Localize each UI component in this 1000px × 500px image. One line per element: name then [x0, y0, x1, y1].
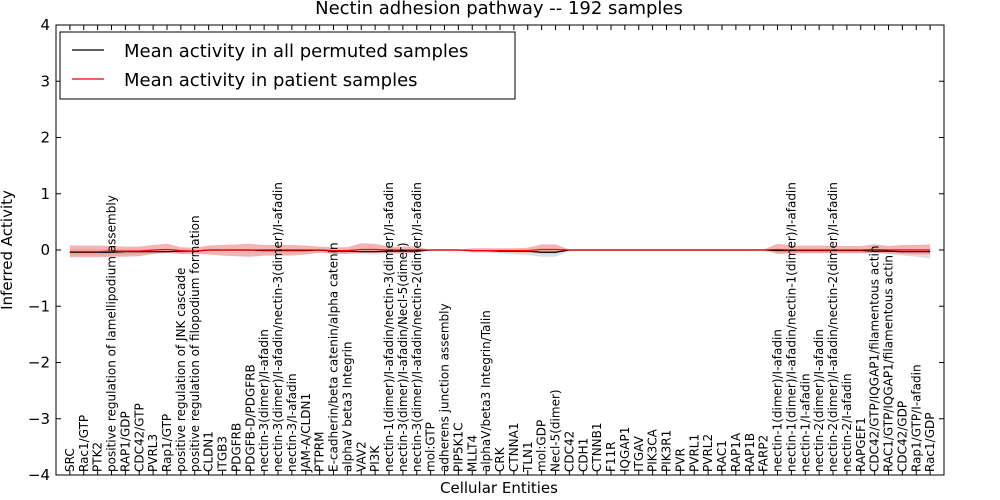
x-tick-label: VAV2	[354, 441, 368, 472]
x-tick-label: RAP1A	[729, 432, 743, 472]
x-tick-label: Rap1/GTP/I-afadin	[909, 364, 923, 472]
x-tick-label: PDGFRB	[229, 423, 243, 472]
x-tick-label: nectin-2(dimer)/I-afadin/nectin-2(dimer)…	[826, 182, 840, 472]
x-tick-label: PIK3CA	[646, 428, 660, 472]
y-tick-label: −3	[28, 410, 50, 428]
y-tick-label: −1	[28, 297, 50, 315]
x-tick-label: CDC42/GTP	[132, 403, 146, 472]
x-tick-label: nectin-3(dimer)/I-afadin/nectin-2(dimer)…	[410, 182, 424, 472]
x-tick-label: nectin-3/I-afadin	[285, 373, 299, 472]
x-tick-label: CTNNA1	[507, 422, 521, 472]
x-tick-label: RAPGEF1	[854, 417, 868, 472]
x-axis-label: Cellular Entities	[440, 479, 558, 497]
x-tick-label: ITGB3	[216, 436, 230, 472]
y-tick-labels: −4 −3 −2 −1 0 1 2 3 4	[28, 16, 50, 484]
x-tick-label: nectin-3(dimer)/I-afadin/Necl-5(dimer)	[396, 242, 410, 472]
x-tick-label: PTPRM	[313, 432, 327, 473]
x-tick-label: PIP5K1C	[451, 422, 465, 472]
y-tick-label: 0	[40, 241, 50, 259]
line-series-1	[69, 248, 931, 253]
y-tick-label: 4	[40, 16, 50, 34]
x-tick-label: nectin-1(dimer)/I-afadin	[771, 329, 785, 472]
x-tick-label: mol:GDP	[535, 420, 549, 472]
y-tick-label: 1	[40, 185, 50, 203]
x-tick-label: alphaV/beta3 Integrin/Talin	[479, 310, 493, 472]
x-tick-label: nectin-1(dimer)/I-afadin/nectin-3(dimer)…	[382, 182, 396, 472]
y-axis-label: Inferred Activity	[0, 190, 16, 310]
x-tick-label: nectin-2(dimer)/I-afadin	[812, 329, 826, 472]
legend-label-patient: Mean activity in patient samples	[124, 70, 418, 91]
x-tick-label: PTK2	[91, 442, 105, 472]
x-tick-label: PI3K	[368, 445, 382, 472]
x-tick-label: RAC1/GTP/IQGAP1/filamentous actin	[882, 255, 896, 472]
x-tick-label: positive regulation of JNK cascade	[174, 268, 188, 472]
y-tick-label: 3	[40, 72, 50, 90]
x-tick-label: CDC42	[562, 431, 576, 472]
x-tick-label: PDGFB-D/PDGFRB	[243, 364, 257, 472]
x-tick-label: Rap1/GTP	[160, 414, 174, 472]
x-tick-label: CDC42/GTP/IQGAP1/filamentous actin	[868, 246, 882, 472]
x-tick-label: ITGAV	[632, 435, 646, 472]
x-tick-label: mol:GTP	[424, 422, 438, 472]
x-tick-label: CTNNB1	[590, 422, 604, 472]
x-tick-label: Necl-5(dimer)	[549, 389, 563, 472]
x-tick-label: RAC1	[715, 440, 729, 472]
x-tick-label: IQGAP1	[618, 427, 632, 472]
legend-box	[59, 31, 516, 100]
axis-ticks	[56, 24, 944, 476]
x-tick-label: MLLT4	[465, 435, 479, 472]
x-tick-label: CLDN1	[202, 431, 216, 472]
legend-label-permuted: Mean activity in all permuted samples	[124, 41, 468, 62]
x-tick-label: nectin-3(dimer)/I-afadin/nectin-3(dimer)…	[271, 182, 285, 472]
x-tick-label: E-cadherin/beta catenin/alpha catenin	[327, 242, 341, 472]
x-tick-label: alphaV beta3 Integrin	[340, 341, 354, 472]
x-tick-label: RAP1B	[743, 433, 757, 472]
x-tick-label: nectin-1(dimer)/I-afadin/nectin-1(dimer)…	[784, 182, 798, 472]
plot-frame	[55, 24, 945, 476]
x-tick-label: PVRL2	[701, 434, 715, 472]
x-tick-label: SRC	[63, 448, 77, 472]
y-tick-label: −4	[28, 466, 50, 484]
x-tick-label: JAM-A/CLDN1	[299, 393, 313, 473]
x-tick-label: positive regulation of filopodium format…	[188, 215, 202, 472]
x-tick-label: PVRL1	[687, 434, 701, 472]
x-tick-label: FARP2	[757, 435, 771, 472]
y-tick-label: 2	[40, 129, 50, 147]
y-tick-label: −2	[28, 354, 50, 372]
x-tick-label: Rac1/GDP	[923, 413, 937, 472]
x-tick-label: adherens junction assembly	[438, 303, 452, 472]
series-lines	[69, 248, 931, 253]
x-tick-label: nectin-2/I-afadin	[840, 373, 854, 472]
x-tick-label: nectin-3(dimer)/I-afadin	[257, 329, 271, 472]
x-tick-label: positive regulation of lamellipodium ass…	[105, 195, 119, 472]
x-tick-label: PVR	[673, 448, 687, 472]
x-tick-label: nectin-1/I-afadin	[798, 373, 812, 472]
x-tick-label: Rac1/GTP	[77, 415, 91, 472]
x-tick-label: RAP1/GDP	[118, 411, 132, 472]
legend: Mean activity in all permuted samples Me…	[59, 31, 516, 100]
x-tick-label: TLN1	[521, 441, 535, 473]
x-tick-label: PIK3R1	[660, 430, 674, 472]
chart-title: Nectin adhesion pathway -- 192 samples	[315, 0, 683, 19]
x-tick-label: CDH1	[576, 438, 590, 472]
x-tick-label: PVRL3	[146, 434, 160, 472]
x-tick-label: F11R	[604, 441, 618, 472]
x-tick-label: CRK	[493, 446, 507, 472]
x-tick-label: CDC42/GDP	[895, 401, 909, 472]
